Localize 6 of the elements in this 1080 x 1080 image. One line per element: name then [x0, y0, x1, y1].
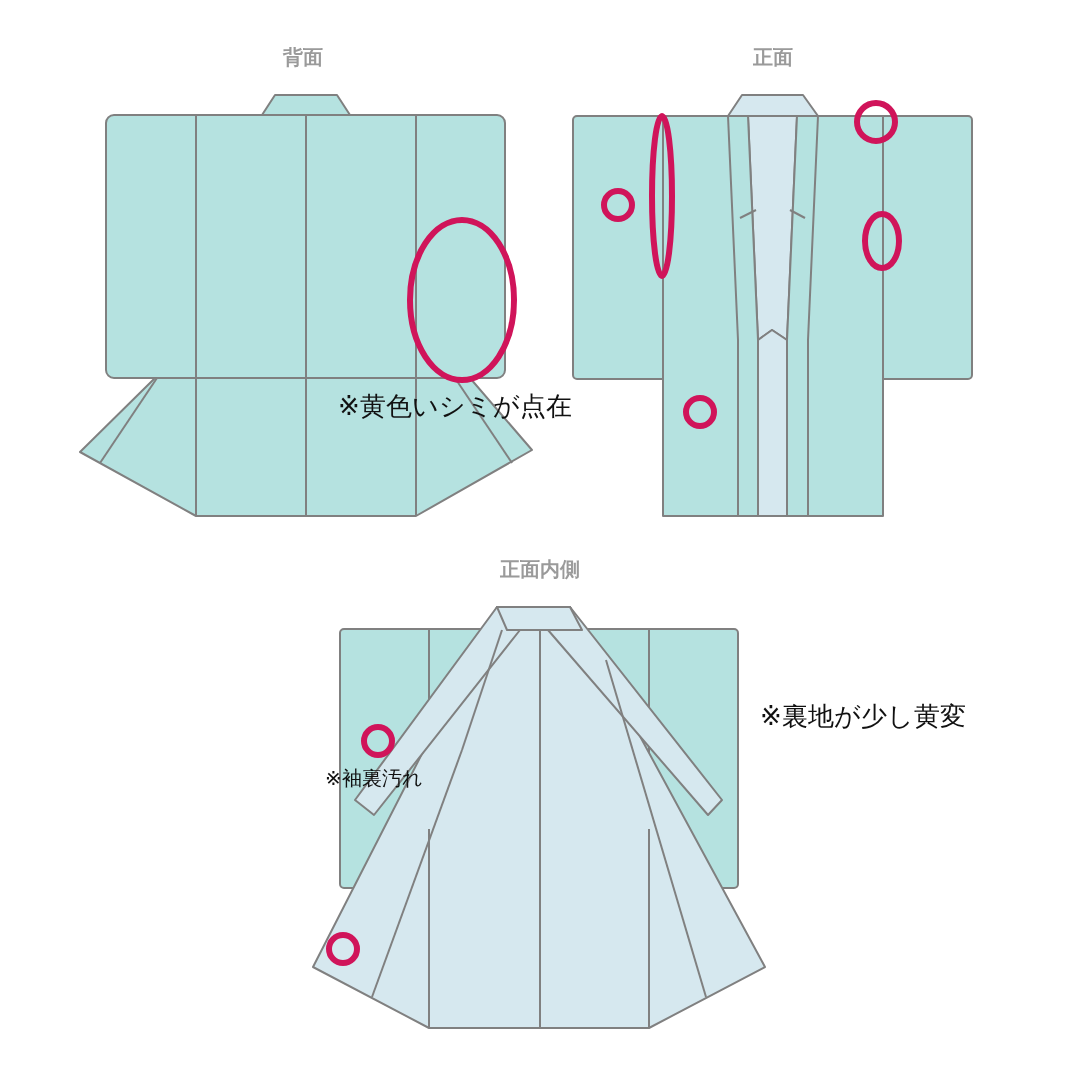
note-text: ※裏地が少し黄変 — [760, 702, 966, 731]
view-heading: 正面内側 — [500, 558, 580, 580]
note-text: ※黄色いシミが点在 — [338, 392, 572, 421]
note-text: ※袖裏汚れ — [325, 767, 422, 789]
view-heading: 正面 — [753, 46, 793, 68]
view-heading: 背面 — [283, 46, 323, 68]
